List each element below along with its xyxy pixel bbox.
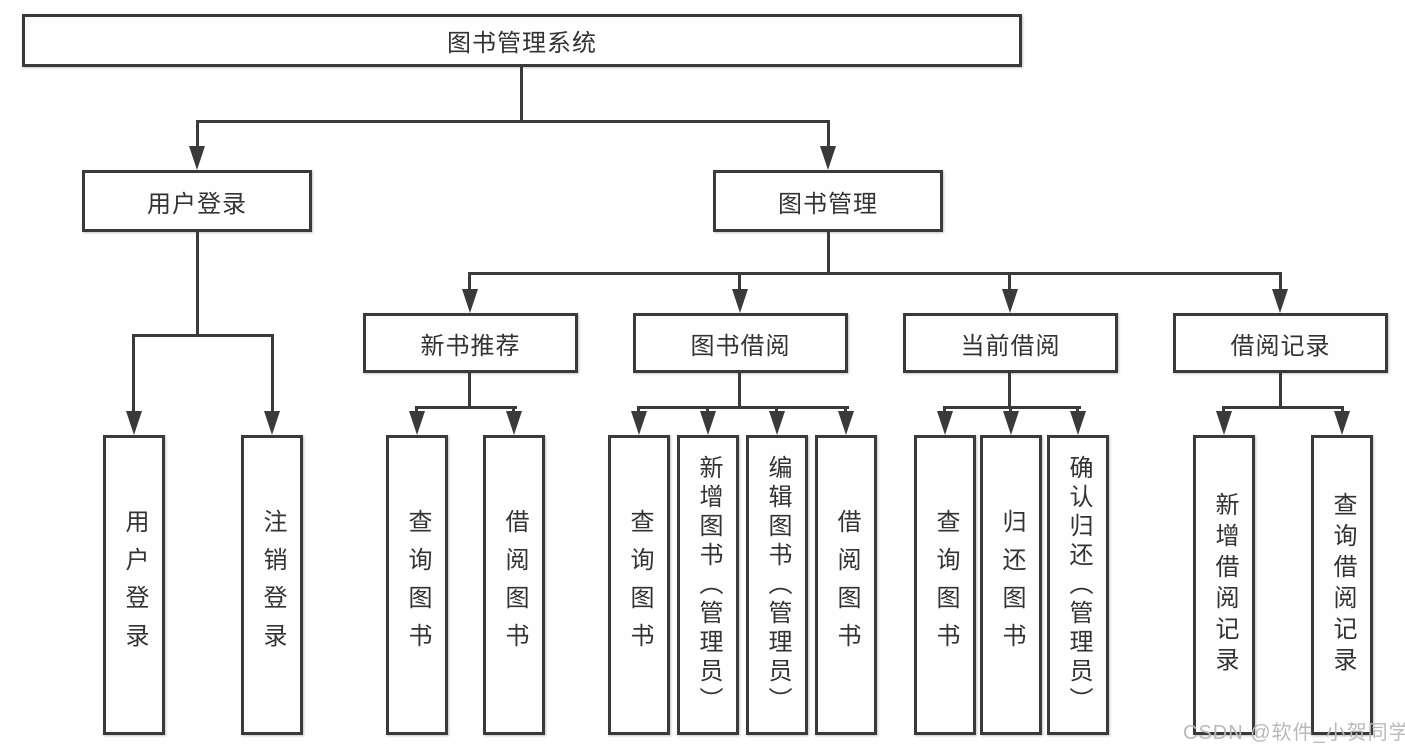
connector-vline xyxy=(1279,373,1282,409)
leaf-logout-login-label: 注销登录 xyxy=(259,509,286,661)
arrow-down-icon xyxy=(1216,411,1232,435)
connector-vline xyxy=(827,120,830,154)
arrow-down-icon xyxy=(506,411,522,435)
leaf-add-borrow-record-label: 新增借阅记录 xyxy=(1211,492,1238,678)
node-user-login: 用户登录 xyxy=(82,170,312,232)
node-book-borrow-label: 图书借阅 xyxy=(690,332,791,360)
leaf-add-book-admin-label: 新增图书（管理员） xyxy=(695,454,722,716)
node-root-label: 图书管理系统 xyxy=(447,30,597,57)
leaf-query-book-2: 查询图书 xyxy=(608,435,670,735)
arrow-down-icon xyxy=(1070,411,1086,435)
leaf-query-book-1-label: 查询图书 xyxy=(404,509,431,661)
node-borrow-records: 借阅记录 xyxy=(1173,313,1388,373)
node-new-book-recommend-label: 新书推荐 xyxy=(420,332,521,360)
leaf-edit-book-admin-label: 编辑图书（管理员） xyxy=(764,454,791,716)
leaf-query-book-1: 查询图书 xyxy=(386,435,448,735)
leaf-user-login: 用户登录 xyxy=(103,435,165,735)
leaf-borrow-book-2: 借阅图书 xyxy=(815,435,877,735)
csdn-watermark: CSDN @软件_小贺同学 xyxy=(1183,722,1405,744)
arrow-down-icon xyxy=(264,411,280,435)
arrow-down-icon xyxy=(126,411,142,435)
connector-vline xyxy=(468,272,471,296)
arrow-down-icon xyxy=(631,411,647,435)
connector-vline xyxy=(738,373,741,409)
node-current-borrow-label: 当前借阅 xyxy=(960,332,1061,360)
connector-hline xyxy=(943,406,1081,409)
leaf-edit-book-admin: 编辑图书（管理员） xyxy=(746,435,808,735)
connector-hline xyxy=(132,334,274,337)
connector-hline xyxy=(1222,406,1344,409)
arrow-down-icon xyxy=(700,411,716,435)
connector-vline xyxy=(1279,272,1282,296)
node-borrow-records-label: 借阅记录 xyxy=(1230,332,1331,360)
connector-vline xyxy=(520,67,523,123)
connector-vline xyxy=(271,334,274,418)
node-user-login-label: 用户登录 xyxy=(147,190,247,218)
node-book-management: 图书管理 xyxy=(713,170,943,232)
node-root: 图书管理系统 xyxy=(22,14,1022,67)
node-book-borrow: 图书借阅 xyxy=(633,313,848,373)
leaf-query-book-3-label: 查询图书 xyxy=(932,509,959,661)
leaf-return-book-label: 归还图书 xyxy=(998,509,1025,661)
arrow-down-icon xyxy=(1002,289,1018,313)
leaf-confirm-return-admin: 确认归还（管理员） xyxy=(1047,435,1109,735)
leaf-confirm-return-admin-label: 确认归还（管理员） xyxy=(1065,454,1092,716)
leaf-logout-login: 注销登录 xyxy=(241,435,303,735)
connector-vline xyxy=(468,373,471,409)
arrow-down-icon xyxy=(1003,411,1019,435)
arrow-down-icon xyxy=(189,146,205,170)
connector-hline xyxy=(196,120,830,123)
leaf-add-book-admin: 新增图书（管理员） xyxy=(677,435,739,735)
leaf-borrow-book-1-label: 借阅图书 xyxy=(501,509,528,661)
connector-vline xyxy=(196,232,199,337)
connector-hline xyxy=(637,406,849,409)
connector-hline xyxy=(468,272,1282,275)
node-current-borrow: 当前借阅 xyxy=(903,313,1118,373)
leaf-query-book-3: 查询图书 xyxy=(914,435,976,735)
leaf-query-book-2-label: 查询图书 xyxy=(626,509,653,661)
arrow-down-icon xyxy=(769,411,785,435)
connector-vline xyxy=(738,272,741,296)
arrow-down-icon xyxy=(1334,411,1350,435)
connector-vline xyxy=(827,232,830,275)
arrow-down-icon xyxy=(462,289,478,313)
arrow-down-icon xyxy=(838,411,854,435)
connector-vline xyxy=(1008,373,1011,409)
leaf-return-book: 归还图书 xyxy=(980,435,1042,735)
connector-hline xyxy=(415,406,517,409)
leaf-query-borrow-record-label: 查询借阅记录 xyxy=(1329,492,1356,678)
leaf-user-login-label: 用户登录 xyxy=(121,509,148,661)
node-book-management-label: 图书管理 xyxy=(778,190,878,218)
arrow-down-icon xyxy=(820,146,836,170)
connector-vline xyxy=(196,120,199,154)
leaf-query-borrow-record: 查询借阅记录 xyxy=(1311,435,1373,735)
arrow-down-icon xyxy=(1272,289,1288,313)
connector-vline xyxy=(1008,272,1011,296)
connector-vline xyxy=(132,334,135,418)
leaf-borrow-book-1: 借阅图书 xyxy=(483,435,545,735)
leaf-add-borrow-record: 新增借阅记录 xyxy=(1193,435,1255,735)
arrow-down-icon xyxy=(409,411,425,435)
arrow-down-icon xyxy=(937,411,953,435)
arrow-down-icon xyxy=(732,289,748,313)
leaf-borrow-book-2-label: 借阅图书 xyxy=(833,509,860,661)
node-new-book-recommend: 新书推荐 xyxy=(363,313,578,373)
